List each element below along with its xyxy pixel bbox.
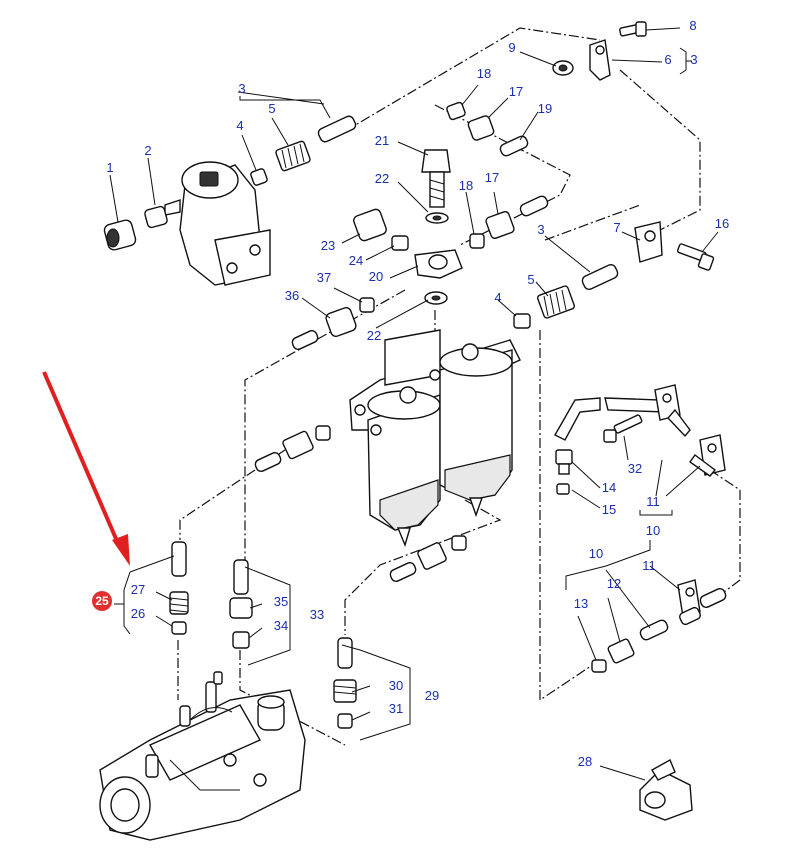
part-callout-label[interactable]: 5 — [268, 101, 275, 116]
part-callout-label[interactable]: 10 — [589, 546, 603, 561]
part-callout-label[interactable]: 18 — [459, 178, 473, 193]
part-callout-label[interactable]: 11 — [642, 558, 656, 573]
part-callout-label[interactable]: 21 — [375, 133, 389, 148]
part-callout-label[interactable]: 18 — [477, 66, 491, 81]
part-callout-label[interactable]: 22 — [367, 328, 381, 343]
part-callout-label[interactable]: 17 — [509, 84, 523, 99]
selected-part-label[interactable]: 25 — [95, 594, 109, 608]
part-37-olive — [359, 297, 375, 313]
part-callout-label[interactable]: 26 — [131, 606, 145, 621]
part-18-washer-top — [446, 101, 466, 121]
part-callout-label[interactable]: 4 — [236, 118, 243, 133]
part-4-olive-top — [250, 168, 268, 186]
part-1-banjo-nut — [103, 219, 137, 251]
part-16-bolt — [676, 243, 715, 271]
filter-union-left — [254, 425, 331, 472]
part-callout-label[interactable]: 24 — [349, 253, 363, 268]
part-22-washer-upper — [425, 212, 449, 224]
part-callout-label[interactable]: 14 — [602, 480, 616, 495]
part-18-washer-mid — [469, 233, 485, 249]
part-callout-label[interactable]: 23 — [321, 238, 335, 253]
part-22-washer-lower — [424, 291, 448, 305]
part-callout-label[interactable]: 15 — [602, 502, 616, 517]
part-32-bolt — [603, 414, 643, 443]
part-callout-label[interactable]: 28 — [578, 754, 592, 769]
part-33-group — [229, 559, 253, 649]
selected-part-marker[interactable] — [92, 591, 112, 611]
part-callout-label[interactable]: 12 — [607, 576, 621, 591]
part-17-nut-top — [467, 115, 495, 141]
part-8-bolt — [619, 21, 647, 37]
part-callout-label[interactable]: 32 — [628, 461, 642, 476]
part-callout-label[interactable]: 27 — [131, 582, 145, 597]
part-callout-label[interactable]: 34 — [274, 618, 288, 633]
part-20-banjo — [414, 249, 463, 279]
part-callout-label[interactable]: 20 — [369, 269, 383, 284]
part-17-nut-mid — [485, 210, 515, 240]
part-37-nut — [325, 306, 357, 338]
part-36-sleeve — [291, 330, 319, 350]
part-2-sleeve — [144, 205, 168, 229]
part-29-group — [333, 637, 357, 729]
part-callout-label[interactable]: 17 — [485, 170, 499, 185]
part-callout-label[interactable]: 19 — [538, 101, 552, 116]
part-callout-label[interactable]: 3 — [537, 222, 544, 237]
part-14-banjo-bolt — [555, 449, 573, 475]
highlight-arrow — [42, 371, 130, 566]
part-callout-label[interactable]: 9 — [508, 40, 515, 55]
part-9-washer — [552, 60, 574, 76]
part-callout-label[interactable]: 16 — [715, 216, 729, 231]
part-callout-label[interactable]: 37 — [317, 270, 331, 285]
part-callout-label[interactable]: 31 — [389, 701, 403, 716]
part-callout-label[interactable]: 7 — [613, 220, 620, 235]
leak-off-pipe-upper — [554, 384, 726, 477]
part-19-sleeve-mid — [519, 195, 549, 217]
part-callout-label[interactable]: 11 — [646, 494, 660, 509]
part-23-nut — [353, 208, 387, 242]
part-28-clip — [639, 759, 693, 821]
part-callout-label[interactable]: 30 — [389, 678, 403, 693]
part-callout-label[interactable]: 3 — [238, 81, 245, 96]
part-callout-label[interactable]: 3 — [690, 52, 697, 67]
part-callout-label[interactable]: 22 — [375, 171, 389, 186]
part-callout-label[interactable]: 36 — [285, 288, 299, 303]
part-callout-label[interactable]: 29 — [425, 688, 439, 703]
part-callout-label[interactable]: 35 — [274, 594, 288, 609]
part-25-group — [169, 541, 189, 635]
part-7-clip — [634, 221, 663, 263]
part-10-pipe-end — [639, 619, 669, 641]
part-callout-label[interactable]: 33 — [310, 607, 324, 622]
filter-union-bottom — [389, 535, 467, 582]
part-3-pipe-end-mid — [581, 263, 619, 291]
part-callout-label[interactable]: 6 — [664, 52, 671, 67]
part-19-sleeve-top — [499, 135, 529, 157]
part-15-washer — [556, 483, 570, 495]
part-callout-label[interactable]: 5 — [527, 272, 534, 287]
part-callout-label[interactable]: 1 — [106, 160, 113, 175]
part-12-union — [607, 638, 635, 664]
part-21-banjo-bolt — [421, 149, 451, 208]
injection-pump — [99, 671, 306, 841]
part-callout-label[interactable]: 10 — [646, 523, 660, 538]
part-3-pipe-end-top — [317, 115, 357, 143]
part-13-olive — [591, 659, 607, 673]
part-callout-label[interactable]: 4 — [494, 290, 501, 305]
part-5-union-top — [275, 140, 311, 172]
part-callout-label[interactable]: 8 — [689, 18, 696, 33]
part-4-olive-mid — [513, 313, 531, 329]
fuel-filter-assembly — [349, 329, 521, 548]
part-callout-label[interactable]: 13 — [574, 596, 588, 611]
lift-pump-assembly — [164, 161, 271, 286]
leader-lines — [109, 27, 719, 781]
part-6-clip — [589, 39, 611, 81]
leak-off-pipe-lower — [677, 579, 727, 626]
part-callout-label[interactable]: 2 — [144, 143, 151, 158]
part-24-olive — [391, 235, 409, 251]
